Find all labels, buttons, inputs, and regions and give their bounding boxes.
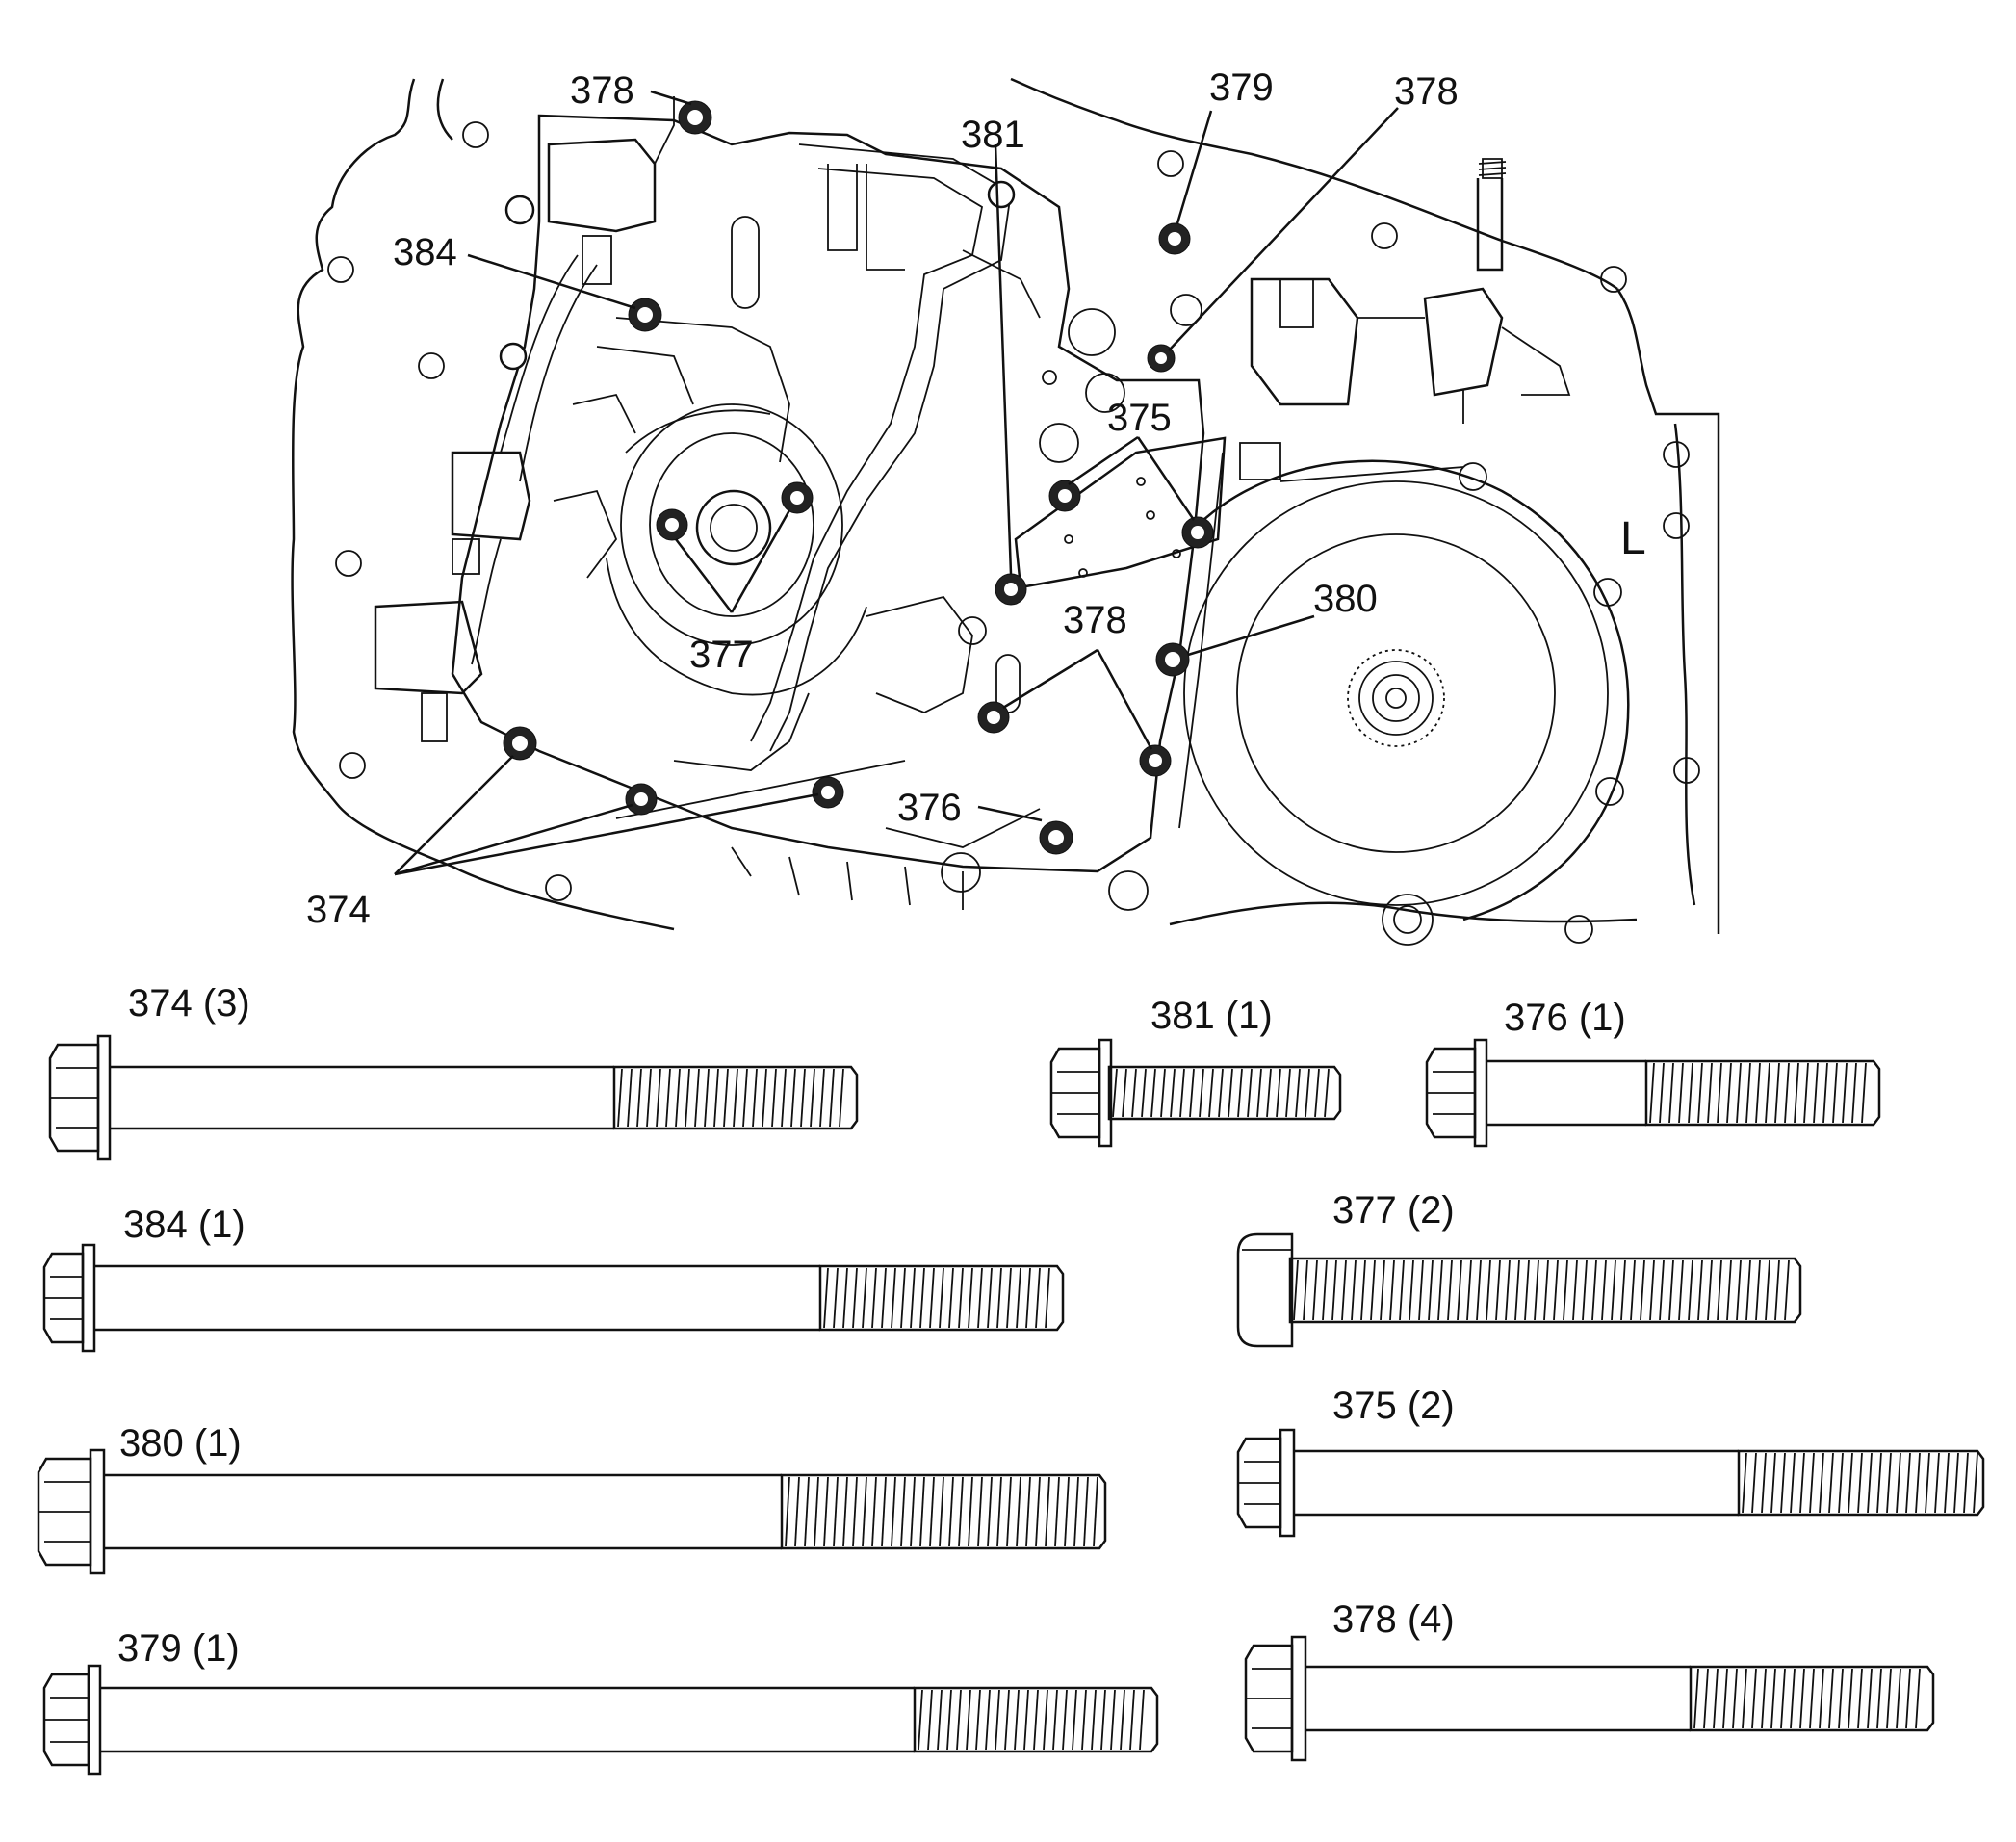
callout-384: 384 (393, 231, 457, 273)
bolt-label-376: 376 (1) (1504, 997, 1626, 1039)
bolt-label-380: 380 (1) (119, 1422, 242, 1465)
callout-379: 379 (1209, 66, 1274, 109)
callout-381: 381 (961, 114, 1025, 156)
bolt-377 (1236, 1232, 1802, 1348)
callout-375: 375 (1107, 397, 1172, 439)
bolt-381 (1049, 1038, 1342, 1148)
case-bolt-heads (499, 100, 1214, 855)
bolt-label-378: 378 (4) (1332, 1598, 1455, 1641)
bolt-378 (1244, 1635, 1935, 1762)
bolt-label-384: 384 (1) (123, 1204, 246, 1246)
bolt-label-379: 379 (1) (117, 1627, 240, 1670)
bolt-label-377: 377 (2) (1332, 1189, 1455, 1232)
bolt-label-381: 381 (1) (1150, 995, 1273, 1037)
callout-378-top-left: 378 (570, 69, 634, 112)
callout-374: 374 (306, 889, 371, 931)
bolt-label-375: 375 (2) (1332, 1385, 1455, 1427)
callout-leaders (394, 90, 1399, 876)
transmission-case-illustration: 378 379 378 381 384 375 377 378 380 376 … (291, 66, 1720, 946)
callout-377: 377 (689, 634, 754, 676)
bolt-375 (1236, 1428, 1985, 1538)
bolt-384 (42, 1243, 1065, 1353)
bolt-380 (37, 1448, 1107, 1575)
callout-labels: 378 379 378 381 384 375 377 378 380 376 … (306, 66, 1646, 931)
callout-378-top-right: 378 (1394, 70, 1459, 113)
callout-380: 380 (1313, 578, 1378, 620)
bolt-374 (48, 1034, 859, 1161)
bolt-376 (1425, 1038, 1881, 1148)
callout-378-mid: 378 (1063, 599, 1127, 641)
callout-376: 376 (897, 787, 962, 829)
side-letter: L (1620, 513, 1646, 564)
bolt-379 (42, 1664, 1159, 1776)
bolt-label-374: 374 (3) (128, 982, 250, 1025)
bolt-reference-chart (37, 1034, 1985, 1776)
